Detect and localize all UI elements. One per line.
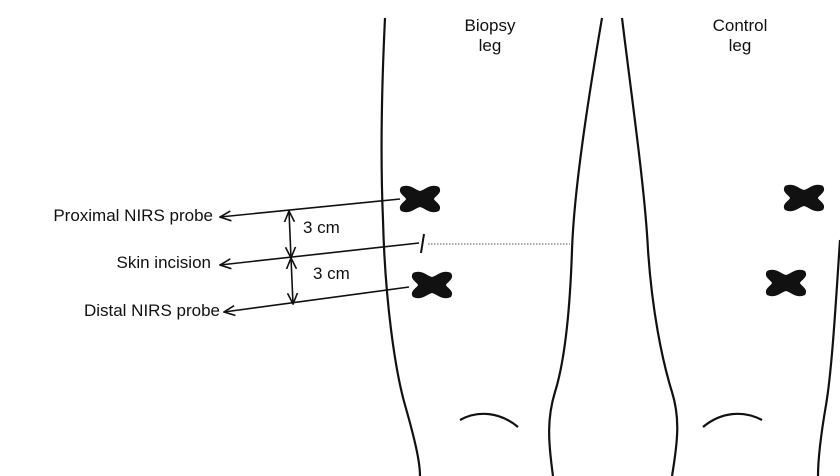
proximal-probe-leader-arrow xyxy=(220,199,400,217)
skin-incision-label: Skin incision xyxy=(0,253,211,273)
upper-distance-arrow xyxy=(289,211,291,258)
control-leg-knee-cap xyxy=(703,414,762,427)
distal-probe-label: Distal NIRS probe xyxy=(0,301,220,321)
control-leg-outer-contour xyxy=(818,240,840,476)
control-distal-probe xyxy=(766,270,806,296)
skin-incision-mark xyxy=(421,234,424,253)
proximal-probe-label: Proximal NIRS probe xyxy=(0,206,213,226)
biopsy-leg-inner-contour xyxy=(549,18,602,476)
control-leg-title: Control leg xyxy=(700,16,780,56)
lower-distance-label: 3 cm xyxy=(313,264,350,284)
control-proximal-probe xyxy=(784,185,824,211)
distal-probe-leader-arrow xyxy=(224,287,409,312)
biopsy-leg-title-line1: Biopsy xyxy=(455,16,525,36)
biopsy-leg-title: Biopsy leg xyxy=(455,16,525,56)
control-leg-title-line2: leg xyxy=(700,36,780,56)
biopsy-proximal-probe xyxy=(400,186,440,212)
biopsy-leg-knee-cap xyxy=(460,414,518,427)
control-leg-inner-contour xyxy=(622,18,677,476)
biopsy-distal-probe xyxy=(412,272,452,298)
skin-incision-leader-arrow xyxy=(220,243,419,265)
upper-distance-label: 3 cm xyxy=(303,218,340,238)
lower-distance-arrow xyxy=(291,258,293,304)
control-leg-title-line1: Control xyxy=(700,16,780,36)
biopsy-leg-title-line2: leg xyxy=(455,36,525,56)
